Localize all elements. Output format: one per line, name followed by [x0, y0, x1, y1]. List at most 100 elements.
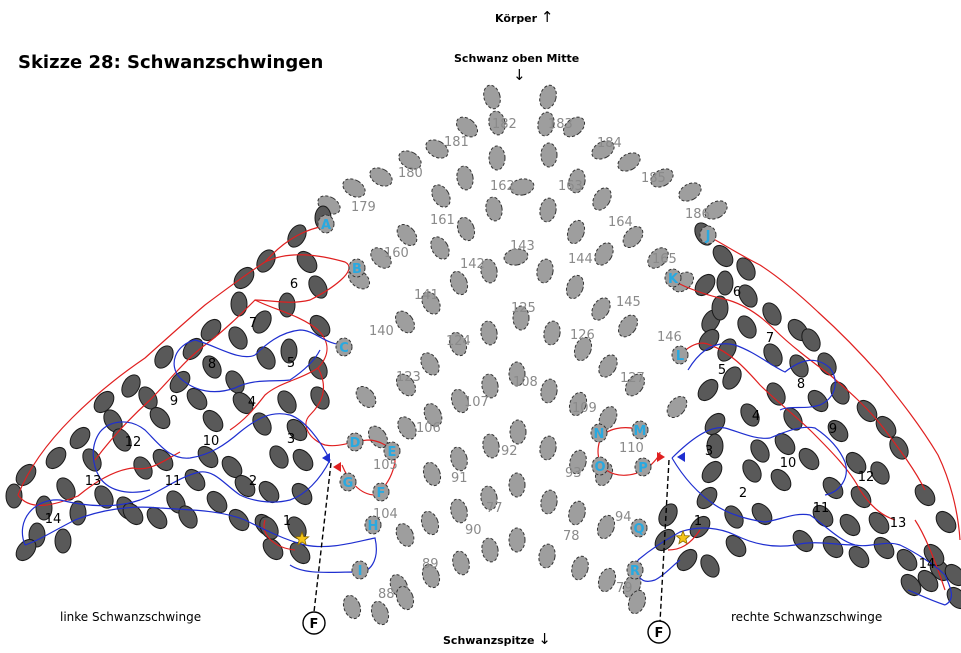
dark-bead [817, 352, 837, 376]
light-bead [421, 291, 441, 315]
tail-top-label: Schwanz oben Mitte [454, 52, 580, 65]
left-cell-number: 10 [203, 434, 220, 449]
dark-bead [93, 390, 115, 414]
left-cell-number: 1 [283, 514, 291, 529]
light-bead [540, 489, 558, 515]
dark-bead [807, 389, 829, 413]
dark-bead [944, 563, 961, 587]
right-letter-bead [631, 420, 649, 440]
left-letter-label: I [358, 564, 363, 579]
body-label-text: Körper [495, 12, 538, 25]
dark-bead [762, 302, 782, 326]
light-bead [456, 216, 476, 242]
light-bead [597, 567, 617, 593]
dark-bead [870, 461, 890, 485]
dark-bead [724, 505, 744, 529]
light-bead [571, 555, 589, 581]
light-bead [394, 310, 416, 334]
dark-bead [914, 483, 936, 507]
right-cell-number: 8 [797, 377, 805, 392]
right-letter-label: O [594, 460, 605, 475]
light-bead [624, 373, 646, 397]
center-bead-number: 90 [465, 523, 482, 538]
light-bead [430, 236, 450, 260]
left-blue-row3 [21, 459, 331, 546]
dark-bead [206, 490, 228, 514]
dark-bead [770, 468, 792, 492]
light-bead [539, 84, 557, 110]
left-letter-bead [339, 472, 357, 492]
center-bead-number: 88 [378, 587, 395, 602]
dark-bead [725, 534, 747, 558]
light-bead [565, 274, 585, 300]
center-bead-number: 125 [511, 301, 536, 316]
light-bead [617, 152, 641, 172]
center-bead-number: 182 [492, 117, 517, 132]
dark-bead [736, 257, 756, 281]
left-wing-caption: linke Schwanzschwinge [60, 610, 202, 624]
light-bead [398, 150, 422, 170]
left-letter-bead [372, 482, 390, 502]
light-bead [539, 197, 557, 223]
dark-bead [827, 419, 849, 443]
dark-bead [269, 445, 289, 469]
light-bead [422, 461, 442, 487]
dark-bead [225, 370, 245, 394]
left-cell-number: 5 [287, 356, 295, 371]
dark-bead [252, 310, 272, 334]
left-cell-number: 9 [170, 394, 178, 409]
light-bead [591, 140, 615, 160]
dark-bead [233, 266, 255, 290]
light-bead [395, 585, 415, 611]
right-letter-bead [630, 518, 648, 538]
light-bead [421, 563, 441, 589]
dark-bead [774, 432, 796, 456]
dark-bead [121, 374, 141, 398]
light-bead [509, 419, 527, 445]
dark-bead [716, 270, 734, 296]
light-bead [396, 223, 418, 247]
dark-bead [182, 337, 204, 361]
center-bead-number: 144 [568, 252, 593, 267]
dark-bead [202, 355, 222, 379]
light-bead [355, 385, 377, 409]
dark-bead [154, 345, 174, 369]
light-bead [540, 142, 558, 168]
center-bead-number: 107 [464, 395, 489, 410]
right-cell-number: 5 [718, 363, 726, 378]
dark-bead [202, 409, 224, 433]
light-bead [452, 550, 470, 576]
light-bead [449, 270, 469, 296]
light-bead [591, 297, 611, 321]
dark-bead [112, 428, 132, 452]
dark-bead [712, 244, 734, 268]
right-letter-label: Q [633, 522, 644, 537]
light-bead [569, 449, 587, 475]
center-bead-number: 145 [616, 295, 641, 310]
dark-bead [792, 529, 814, 553]
dark-bead [82, 448, 102, 472]
left-letter-bead [346, 432, 364, 452]
dark-bead [5, 483, 23, 509]
dark-bead [228, 326, 248, 350]
center-bead-number: 93 [565, 466, 582, 481]
left-letter-label: E [388, 445, 397, 460]
center-bead-number: 186 [685, 207, 710, 222]
dark-bead [146, 506, 168, 530]
center-bead-number: 184 [597, 136, 622, 151]
right-letter-bead [626, 560, 644, 580]
light-bead [423, 403, 443, 427]
light-bead [540, 378, 558, 404]
dark-bead [742, 459, 762, 483]
thread-lines [17, 225, 961, 623]
right-cell-number: 10 [780, 456, 797, 471]
right-cell-number: 4 [752, 409, 760, 424]
light-bead [450, 388, 470, 414]
right-cell-number: 13 [890, 516, 907, 531]
light-bead [543, 320, 561, 346]
light-bead [395, 373, 417, 397]
center-bead-number: 92 [501, 444, 518, 459]
light-bead [596, 514, 616, 540]
dark-bead [839, 513, 861, 537]
left-letter-bead [335, 337, 353, 357]
